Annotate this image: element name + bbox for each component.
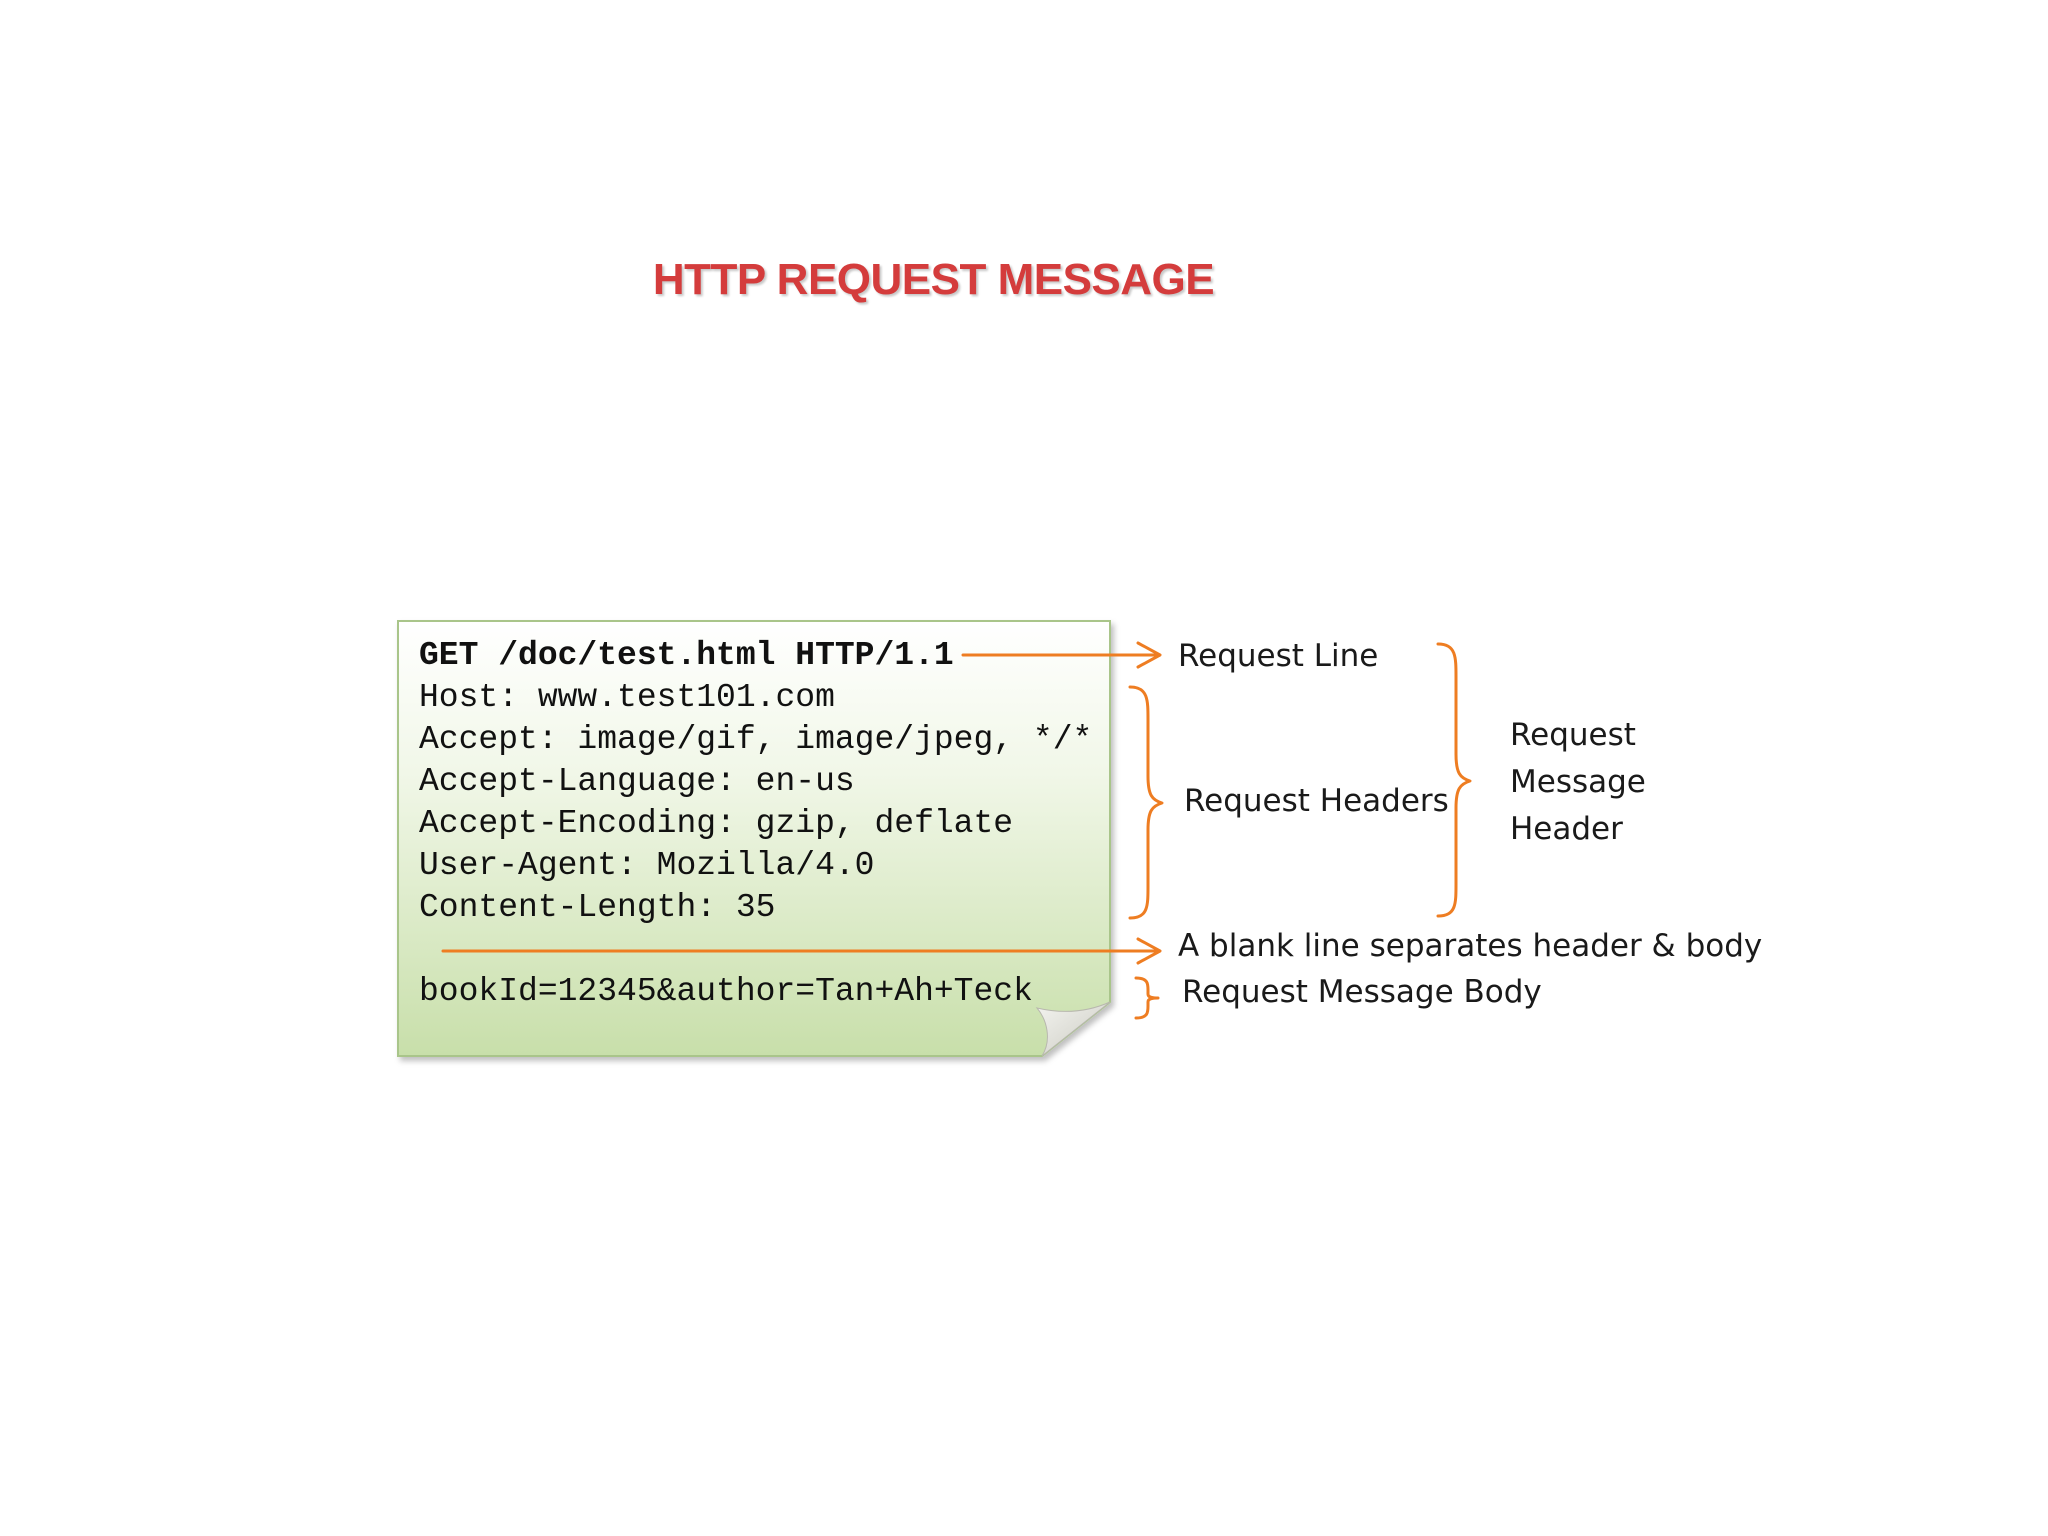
message-header-label-line3: Header <box>1510 811 1623 847</box>
http-message-box: GET /doc/test.html HTTP/1.1 Host: www.te… <box>397 620 1112 1058</box>
request-line-label: Request Line <box>1178 638 1379 674</box>
header-line: Accept-Encoding: gzip, deflate <box>419 805 1014 842</box>
message-header-brace <box>1436 642 1472 918</box>
request-line-arrowhead <box>1136 641 1162 669</box>
note-background <box>397 620 1111 1057</box>
header-line: Host: www.test101.com <box>419 679 835 716</box>
request-headers-brace <box>1128 685 1164 920</box>
page-curl <box>1035 1001 1111 1057</box>
blank-line-label: A blank line separates header & body <box>1178 928 1763 964</box>
message-body-brace <box>1134 976 1160 1020</box>
request-line-text: GET /doc/test.html HTTP/1.1 <box>419 637 954 674</box>
message-body-label: Request Message Body <box>1182 974 1542 1010</box>
header-line: Accept: image/gif, image/jpeg, */* <box>419 721 1093 758</box>
blank-line-arrowhead <box>1136 937 1162 965</box>
header-line: User-Agent: Mozilla/4.0 <box>419 847 875 884</box>
message-header-label-line1: Request <box>1510 717 1636 753</box>
request-headers-label: Request Headers <box>1184 783 1449 819</box>
header-line: Content-Length: 35 <box>419 889 776 926</box>
body-line: bookId=12345&author=Tan+Ah+Teck <box>419 973 1033 1010</box>
message-header-label-line2: Message <box>1510 764 1646 800</box>
diagram-title: HTTP REQUEST MESSAGE <box>652 255 1215 304</box>
header-line: Accept-Language: en-us <box>419 763 855 800</box>
